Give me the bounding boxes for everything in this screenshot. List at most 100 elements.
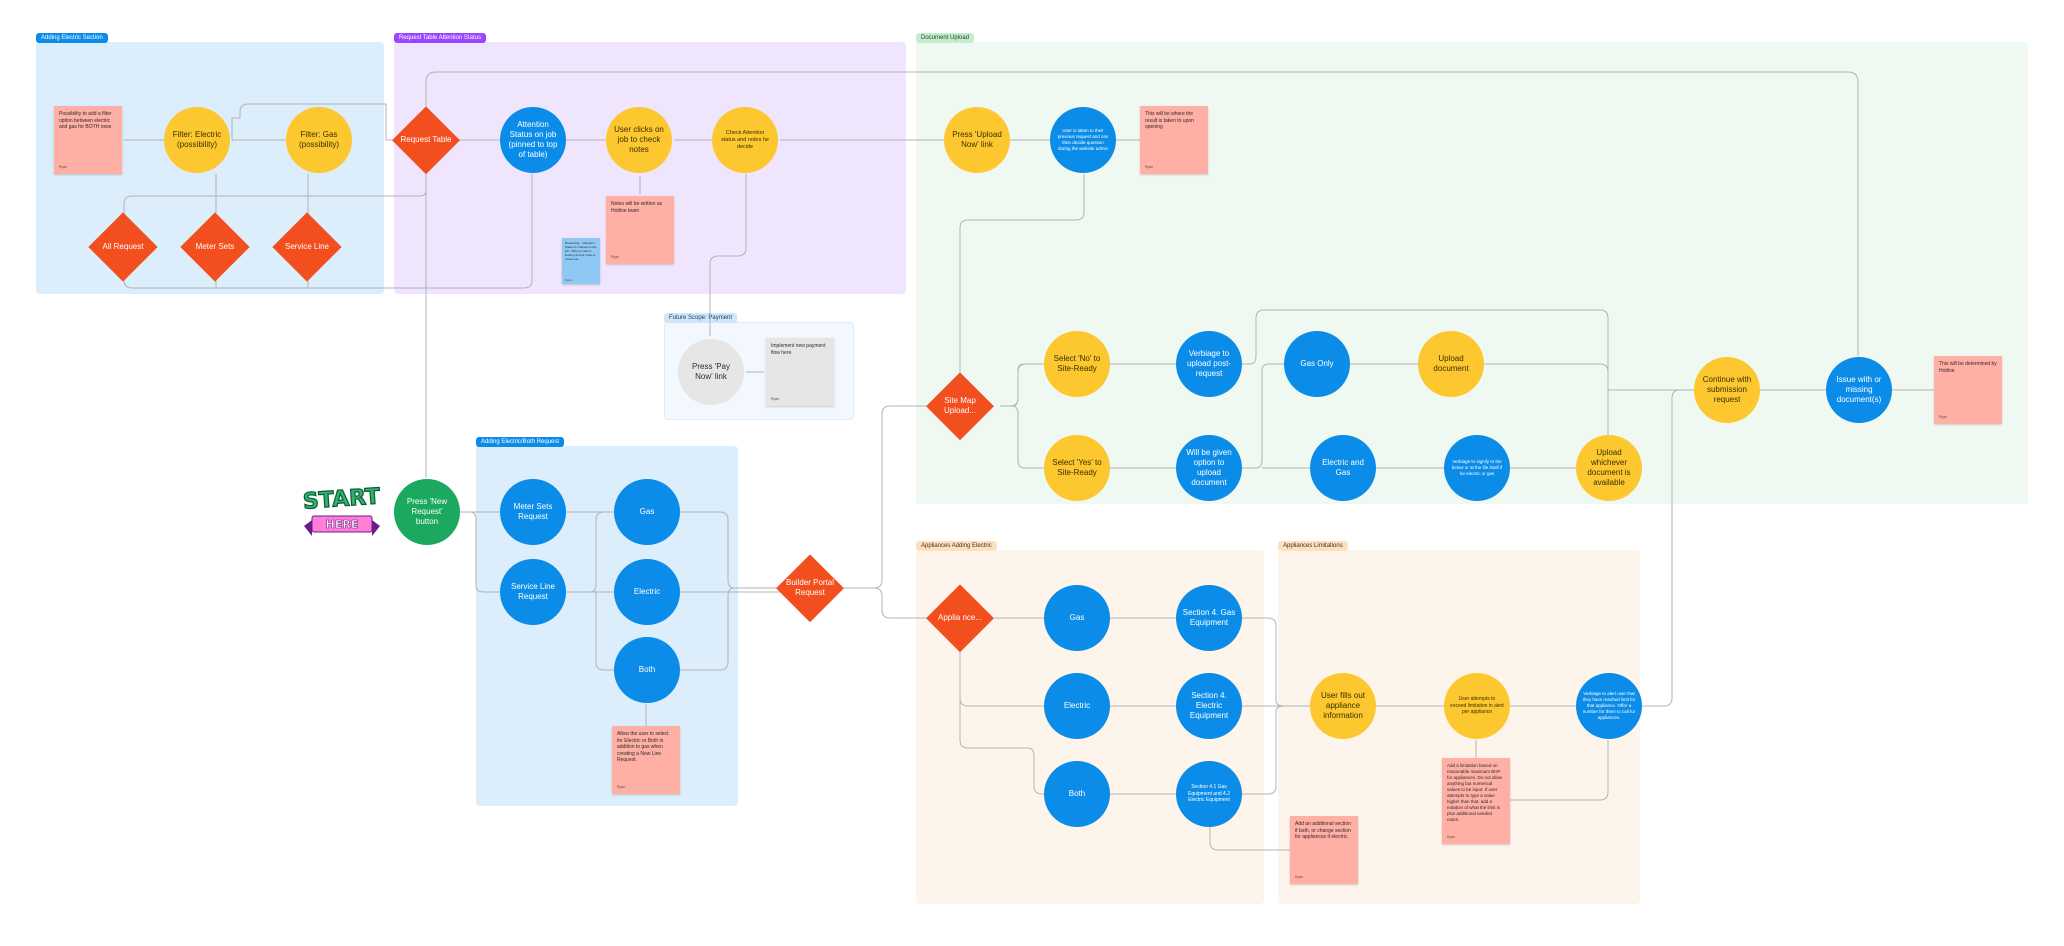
connector: [1242, 617, 1310, 707]
sticky-note-author: Ryan: [1295, 874, 1304, 879]
connector: [844, 405, 928, 589]
connector: [1242, 705, 1285, 795]
connector: [595, 592, 614, 671]
node-given-option-upload[interactable]: Will be given option to upload document: [1176, 435, 1242, 501]
sticky-note-author: Ryan: [1447, 835, 1456, 839]
connector: [231, 103, 394, 141]
sticky-note-possibility-filter[interactable]: Possibility to add a filter option betwe…: [54, 106, 122, 174]
sticky-note-text: This will be where the result is taken t…: [1145, 111, 1194, 130]
node-appliance-gas[interactable]: Gas: [1044, 585, 1110, 651]
node-upload-document[interactable]: Upload document: [1418, 331, 1484, 397]
section-label-electric-both: Adding Electric/Both Request: [476, 437, 565, 447]
sticky-note-notes-hotline[interactable]: Notes will be written as Hotline team Ry…: [606, 196, 674, 264]
node-meter-sets[interactable]: Meter Sets: [180, 212, 250, 282]
sticky-note-author: Ryan: [611, 254, 620, 259]
sticky-note-determined-hotline[interactable]: This will be determined by Hotline Ryan: [1934, 356, 2002, 424]
connector: [959, 650, 1044, 707]
node-press-pay-now[interactable]: Press 'Pay Now' link: [678, 339, 744, 405]
connector: [1510, 740, 1609, 801]
node-filter-electric[interactable]: Filter: Electric (possibility): [164, 107, 230, 173]
sticky-note-return-location[interactable]: This will be where the result is taken t…: [1140, 106, 1208, 174]
connector: [1000, 363, 1044, 407]
node-user-fills-appliance[interactable]: User fills out appliance information: [1310, 673, 1376, 739]
sticky-note-text: This will be determined by Hotline: [1939, 361, 1997, 374]
connector: [123, 174, 533, 289]
node-both-request[interactable]: Both: [614, 637, 680, 703]
connector: [680, 511, 780, 589]
connector: [709, 174, 747, 336]
sticky-note-text: Notes will be written as Hotline team: [611, 201, 663, 214]
node-electric-and-gas[interactable]: Electric and Gas: [1310, 435, 1376, 501]
node-site-map-upload[interactable]: Site Map Upload...: [926, 372, 994, 440]
sticky-note-additional-section[interactable]: Add an additional section if both, or ch…: [1290, 816, 1358, 884]
connector: [1000, 363, 1044, 407]
connector: [680, 587, 780, 671]
sticky-note-author: Ryan: [1145, 164, 1154, 169]
node-electric-request[interactable]: Electric: [614, 559, 680, 625]
node-gas-only[interactable]: Gas Only: [1284, 331, 1350, 397]
connector: [123, 174, 427, 214]
node-appliance-electric[interactable]: Electric: [1044, 673, 1110, 739]
node-select-no[interactable]: Select 'No' to Site-Ready: [1044, 331, 1110, 397]
node-user-attempts-exceed[interactable]: User attempts to exceed limitation in al…: [1444, 673, 1510, 739]
sticky-note-implement-payment[interactable]: Implement new payment flow here. Ryan: [766, 338, 834, 406]
node-continue-submission[interactable]: Continue with submission request: [1694, 357, 1760, 423]
node-attention-status[interactable]: Attention Status on job (pinned to top o…: [500, 107, 566, 173]
node-user-clicks-notes[interactable]: User clicks on job to check notes: [606, 107, 672, 173]
connector: [959, 174, 1085, 372]
node-issue-missing[interactable]: Issue with or missing document(s): [1826, 357, 1892, 423]
node-verbiage-upload-post[interactable]: Verbiage to upload post-request: [1176, 331, 1242, 397]
node-verbiage-alert-user[interactable]: Verbiage to alert user that they have re…: [1576, 673, 1642, 739]
section-label-appliances-limitations: Appliances Limitations: [1278, 541, 1348, 551]
node-all-request[interactable]: All Request: [88, 212, 158, 282]
sticky-note-text: Allow the user to select for Electric or…: [617, 731, 669, 763]
node-select-yes[interactable]: Select 'Yes' to Site-Ready: [1044, 435, 1110, 501]
node-section4-electric-equipment[interactable]: Section 4. Electric Equipment: [1176, 673, 1242, 739]
node-appliance-both[interactable]: Both: [1044, 761, 1110, 827]
start-here-sticker: START HERE: [302, 484, 381, 536]
node-label: Meter Sets: [195, 242, 235, 251]
section-label-future-payment: Future Scope: Payment: [664, 313, 738, 323]
node-request-table[interactable]: Request Table: [392, 106, 460, 174]
node-gas-request[interactable]: Gas: [614, 479, 680, 545]
node-filter-gas[interactable]: Filter: Gas (possibility): [286, 107, 352, 173]
sticky-note-allow-electric-both[interactable]: Allow the user to select for Electric or…: [612, 726, 680, 794]
node-label: All Request: [102, 242, 144, 251]
connector: [844, 587, 928, 619]
sticky-note-text: Implement new payment flow here.: [771, 343, 826, 356]
node-service-line-request[interactable]: Service Line Request: [500, 559, 566, 625]
banner-shape: [311, 515, 373, 533]
start-text: START: [302, 484, 381, 514]
node-upload-whichever[interactable]: Upload whichever document is available: [1576, 435, 1642, 501]
section-label-adding-electric: Adding Electric Section: [36, 33, 108, 43]
sticky-note-limitation-based[interactable]: Add a limitation based on reasonable max…: [1442, 758, 1510, 844]
node-section41-gas-electric[interactable]: Section 4.1 Gas Equipment and 4.2 Electr…: [1176, 761, 1242, 827]
node-label: Builder Portal Request: [785, 578, 835, 597]
sticky-note-author: Ryan: [59, 164, 68, 169]
sticky-note-reasoning[interactable]: Reasoning: - Attention Status is marked …: [562, 238, 600, 284]
sticky-note-text: Add an additional section if both, or ch…: [1295, 821, 1351, 840]
sticky-note-author: Ryan: [771, 396, 780, 401]
connector: [1000, 405, 1044, 469]
connector: [1484, 363, 1694, 391]
sticky-note-text: Reasoning: - Attention Status is marked …: [565, 241, 597, 261]
node-section4-gas-equipment[interactable]: Section 4. Gas Equipment: [1176, 585, 1242, 651]
node-press-upload-now[interactable]: Press 'Upload Now' link: [944, 107, 1010, 173]
connector: [1242, 363, 1284, 469]
connector: [1209, 826, 1290, 851]
node-builder-portal-request[interactable]: Builder Portal Request: [776, 554, 844, 622]
connector: [1242, 309, 1609, 390]
node-label: Applia nce...: [937, 613, 983, 622]
node-verbiage-signify[interactable]: Verbiage to signify to the below or at t…: [1444, 435, 1510, 501]
node-press-new-request[interactable]: Press 'New Request' button: [394, 479, 460, 545]
node-meter-sets-request[interactable]: Meter Sets Request: [500, 479, 566, 545]
section-label-appliances-electric: Appliances Adding Electric: [916, 541, 997, 551]
connector: [460, 511, 500, 593]
node-appliance[interactable]: Applia nce...: [926, 584, 994, 652]
node-check-attention[interactable]: Check Attention status and notes he deci…: [712, 107, 778, 173]
node-user-taken-doc[interactable]: User is taken to their previous request …: [1050, 107, 1116, 173]
node-service-line[interactable]: Service Line: [272, 212, 342, 282]
banner-shape: [304, 520, 312, 536]
